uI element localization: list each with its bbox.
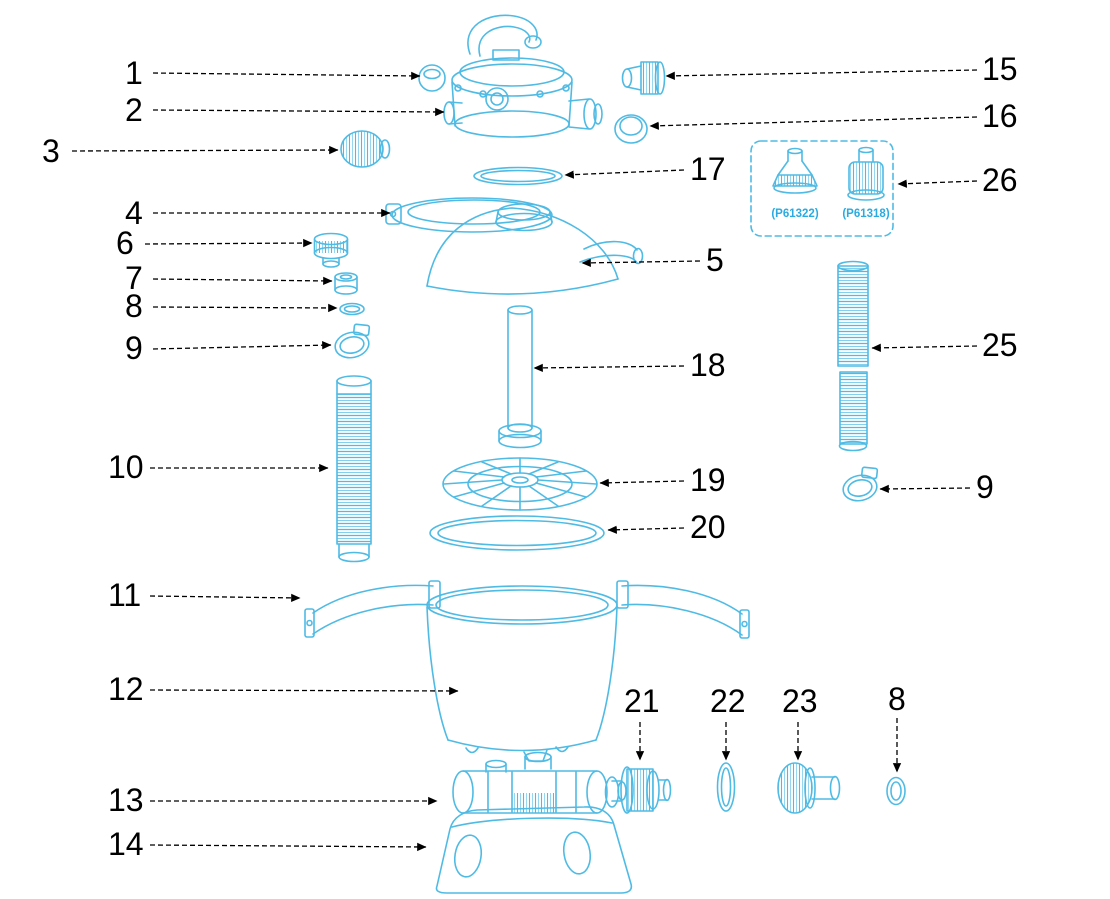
- part-2-multiport-valve: [443, 14, 603, 138]
- part-label-4: 4: [125, 195, 143, 231]
- part-9-hose-clamp-right: [842, 466, 879, 502]
- strainer-p61322-drawing: [772, 147, 818, 194]
- leader-15: [665, 69, 978, 80]
- part-23-valve-fitting: [777, 762, 841, 814]
- part-code-p61318: (P61318): [842, 208, 889, 220]
- part-label-22: 22: [710, 683, 746, 719]
- part-label-12: 12: [108, 671, 144, 707]
- part-4-clamp-flange: [385, 197, 553, 233]
- part-10-corrugated-hose-left: [336, 375, 372, 563]
- leader-16: [649, 116, 978, 130]
- part-label-25: 25: [982, 327, 1018, 363]
- part-label-23: 23: [782, 683, 818, 719]
- leader-3: [71, 145, 339, 155]
- leader-11: [149, 593, 301, 603]
- leader-8: [152, 303, 338, 313]
- part-7-fitting: [334, 272, 358, 295]
- part-label-21: 21: [624, 683, 660, 719]
- part-label-6: 6: [116, 225, 134, 261]
- part-label-8: 8: [125, 288, 143, 324]
- part-22-o-ring-tall: [716, 762, 736, 812]
- leader-2: [152, 107, 445, 117]
- part-code-p61322: (P61322): [771, 208, 818, 220]
- part-25-corrugated-hose-right: [837, 260, 869, 452]
- leader-lines: [71, 69, 978, 852]
- part-label-5: 5: [706, 242, 724, 278]
- part-label-9-right: 9: [976, 469, 994, 505]
- part-label-1: 1: [125, 55, 143, 91]
- part-label-18: 18: [690, 347, 726, 383]
- leader-5: [581, 258, 701, 268]
- leader-18: [533, 363, 685, 373]
- part-3-ribbed-nut: [340, 130, 391, 168]
- part-label-9: 9: [125, 330, 143, 366]
- part-label-10: 10: [108, 449, 144, 485]
- part-label-8-bottom: 8: [888, 681, 906, 717]
- leader-26: [897, 179, 978, 188]
- part-label-13: 13: [108, 782, 144, 818]
- part-label-17: 17: [690, 151, 726, 187]
- part-17-flat-gasket: [473, 166, 563, 186]
- leader-9-right: [879, 484, 971, 494]
- part-20-tank-o-ring: [429, 515, 605, 551]
- part-label-2: 2: [125, 92, 143, 128]
- leader-20: [607, 525, 685, 534]
- part-14-pump-base: [435, 806, 633, 894]
- leader-9: [152, 341, 332, 350]
- part-label-26: 26: [982, 162, 1018, 198]
- leader-1: [152, 71, 421, 81]
- leader-17: [564, 169, 685, 179]
- part-code-labels: (P61322) (P61318): [771, 208, 889, 220]
- part-label-7: 7: [125, 260, 143, 296]
- leader-7: [152, 276, 333, 286]
- part-label-11: 11: [108, 577, 141, 613]
- leader-6: [144, 238, 313, 248]
- leader-25: [871, 343, 978, 352]
- part-13-pump-motor: [452, 751, 627, 814]
- part-label-14: 14: [108, 826, 144, 862]
- part-label-19: 19: [690, 462, 726, 498]
- part-label-20: 20: [690, 509, 726, 545]
- part-19-filter-screen-plate: [442, 457, 598, 511]
- part-label-16: 16: [982, 98, 1018, 134]
- part-6-ribbed-cap: [313, 232, 349, 268]
- part-number-labels: 1 2 3 4 6 7 8 9 10 11 12 13 14 15 16 17 …: [42, 51, 1018, 862]
- part-21-striped-adapter: [620, 766, 672, 814]
- part-8-o-ring: [339, 302, 365, 316]
- part-1-valve-cap: [418, 64, 446, 92]
- part-12-tank-body: [426, 585, 618, 762]
- leader-19: [599, 478, 685, 487]
- part-label-3: 3: [42, 133, 60, 169]
- leader-12: [149, 686, 459, 696]
- part-26-strainer-kit: [750, 140, 894, 237]
- part-11-clamp-band: [304, 580, 750, 639]
- strainer-p61318-drawing: [847, 146, 885, 201]
- part-label-15: 15: [982, 51, 1018, 87]
- part-18-standpipe: [498, 305, 542, 449]
- part-16-seal-ring: [614, 114, 648, 144]
- part-15-drain-adapter: [621, 61, 666, 95]
- leader-14: [149, 842, 427, 852]
- part-9-hose-clamp-left: [334, 323, 371, 359]
- part-8-o-ring-small-bottom: [886, 776, 906, 806]
